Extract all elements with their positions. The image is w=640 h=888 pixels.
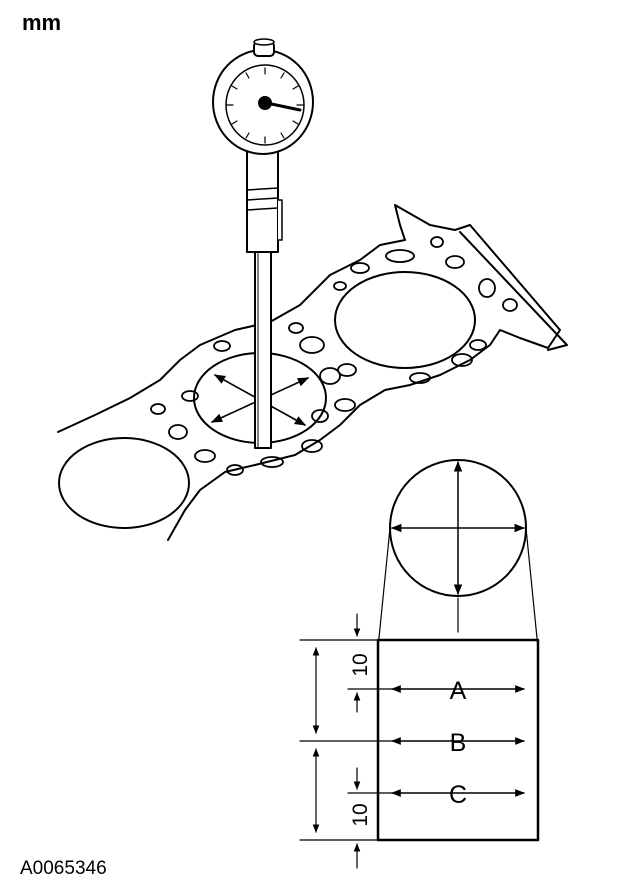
unit-label: mm (22, 10, 62, 35)
cylinder-block-deck (57, 204, 568, 541)
gasket-holes (150, 236, 518, 476)
offset-bottom-label: 10 (349, 803, 372, 826)
bore-top-view (377, 459, 539, 649)
figure-id: A0065346 (20, 858, 107, 879)
label-b: B (450, 729, 467, 757)
bore-side-section: A B C 10 10 (299, 613, 540, 869)
dial-hub (258, 96, 272, 110)
label-a: A (450, 677, 467, 705)
dial-ticks (226, 67, 304, 144)
cylinder-bore-gauge (212, 38, 314, 449)
cylinder-bore-front (58, 437, 190, 529)
deck-outline (57, 204, 561, 541)
gauge-rod (254, 249, 272, 449)
offset-top-label: 10 (349, 653, 372, 676)
gauge-shaft (246, 149, 279, 253)
deck-rear-edge (459, 231, 568, 351)
label-c: C (449, 781, 467, 809)
cylinder-bore-rear (334, 271, 476, 369)
bore-section (376, 638, 540, 842)
